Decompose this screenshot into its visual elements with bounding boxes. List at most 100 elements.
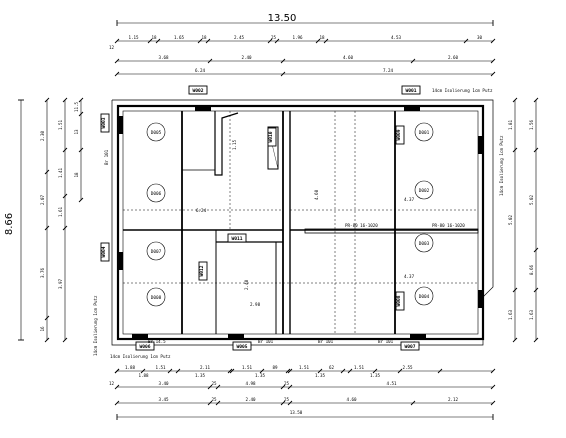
left-dim-label: 1.51 <box>58 119 63 130</box>
dimension-tick <box>114 58 120 64</box>
dimension-tick <box>463 38 469 44</box>
insulation-note-bottom: 14cm Isolierung 1cm Putz <box>110 354 171 359</box>
right-dim-label: 5.02 <box>529 194 534 205</box>
dimension-tick <box>347 368 353 374</box>
dimension-tick <box>410 400 416 406</box>
dimension-tick <box>197 38 203 44</box>
left-dim-label: 16 <box>40 326 45 332</box>
top-dim-label: 18 <box>201 35 207 40</box>
dimension-tick <box>207 58 213 64</box>
wall-hatching <box>118 106 483 339</box>
dimension-tick <box>205 38 211 44</box>
svg-text:W002: W002 <box>192 88 203 94</box>
dimension-tick <box>490 38 496 44</box>
dimension-tick <box>512 337 518 343</box>
right-dim-label: 5.02 <box>508 214 513 225</box>
dimension-tick <box>490 58 496 64</box>
dimension-tick <box>44 169 50 175</box>
bottom-dim-label: 4.51 <box>386 381 397 386</box>
left-dim-label: 2.30 <box>40 130 45 141</box>
dimension-tick <box>44 337 50 343</box>
top-dim-label: 2.45 <box>234 35 245 40</box>
dimension-tick <box>287 400 293 406</box>
bottom-dim-label: 1.51 <box>242 365 253 370</box>
svg-text:W006: W006 <box>139 344 150 350</box>
room-markers: D005 D006 D007 D008 D001 D002 D003 D004 <box>146 122 434 307</box>
svg-text:W008: W008 <box>396 295 402 306</box>
top-dim-label: 1.15 <box>128 35 139 40</box>
interior-dim: 2.40 <box>244 279 249 290</box>
dimension-tick <box>512 287 518 293</box>
dimension-tick <box>340 368 346 374</box>
right-dim-label: 1.56 <box>529 119 534 130</box>
top-dim-label: 4.60 <box>343 55 354 60</box>
svg-text:W007: W007 <box>404 344 415 350</box>
dimension-tick <box>259 368 265 374</box>
interior-dim: Br 101 <box>104 149 109 165</box>
dimension-tick <box>207 384 213 390</box>
top-dim-label: 6.24 <box>195 68 206 73</box>
dimension-tick <box>512 147 518 153</box>
svg-text:D004: D004 <box>419 294 430 300</box>
top-dim-label: 1.96 <box>292 35 303 40</box>
dimension-tick <box>490 368 496 374</box>
room-marker: D005 <box>146 122 166 142</box>
interior-dim: 1.15 <box>232 139 237 150</box>
window-tag: W003 <box>100 113 110 133</box>
bottom-dim-label: 25 <box>211 381 217 386</box>
dimension-tick <box>512 97 518 103</box>
dimension-tick <box>490 400 496 406</box>
dimension-tick <box>114 368 120 374</box>
svg-text:D001: D001 <box>419 130 430 136</box>
dimension-tick <box>140 368 146 374</box>
top-row-start: 12 <box>109 45 115 50</box>
dimension-tick <box>114 384 120 390</box>
dimension-tick <box>267 38 273 44</box>
right-dim-label: 1.63 <box>529 309 534 320</box>
svg-text:W012: W012 <box>199 265 205 276</box>
dimension-tick <box>44 225 50 231</box>
dimension-tick <box>175 368 181 374</box>
svg-text:W009: W009 <box>396 129 402 140</box>
top-dim-label: 3.68 <box>158 55 169 60</box>
room-marker: D007 <box>146 241 166 261</box>
dimension-tick <box>62 97 68 103</box>
dimension-tick <box>78 111 84 117</box>
dimension-tick <box>287 384 293 390</box>
window-tags: W002 W001 W003 W004 W009 W008 W006 W005 … <box>100 85 421 351</box>
top-dim-label: 25 <box>271 35 277 40</box>
dimension-tick <box>229 368 235 374</box>
bottom-dim-label: 25 <box>284 381 290 386</box>
left-dim-label: 1.41 <box>58 167 63 178</box>
room-marker: D002 <box>414 180 434 200</box>
dimension-tick <box>62 147 68 153</box>
dimension-tick <box>397 368 403 374</box>
top-dim-label: 18 <box>319 35 325 40</box>
dimension-tick <box>207 400 213 406</box>
dimension-tick <box>280 58 286 64</box>
dimension-tick <box>437 368 443 374</box>
top-dim-label: 30 <box>477 35 483 40</box>
dimension-tick <box>78 197 84 203</box>
left-dim-label: 18 <box>74 172 79 178</box>
interior-dim: 6.24 <box>196 208 207 213</box>
svg-text:D003: D003 <box>419 241 430 247</box>
dimension-tick <box>533 147 539 153</box>
annotations: 14cm Isolierung 1cm Putz 14cm Isolierung… <box>93 88 504 359</box>
dimension-tick <box>285 368 291 374</box>
bottom-dim-label: 2.40 <box>245 397 256 402</box>
top-dim-label: 7.24 <box>383 68 394 73</box>
dimension-tick <box>62 193 68 199</box>
overall-height-label: 8.66 <box>4 213 15 235</box>
svg-text:W004: W004 <box>101 246 107 257</box>
dimension-tick <box>44 97 50 103</box>
window-tag: W002 <box>188 85 208 95</box>
room-marker: D008 <box>146 287 166 307</box>
bottom-label: Br 101 <box>378 339 394 344</box>
dimension-tick <box>114 71 120 77</box>
svg-text:D002: D002 <box>419 188 430 194</box>
bottom-dim-label: 2.12 <box>448 397 459 402</box>
right-dimensions: 1.815.021.63 1.565.028.661.63 <box>508 97 539 343</box>
